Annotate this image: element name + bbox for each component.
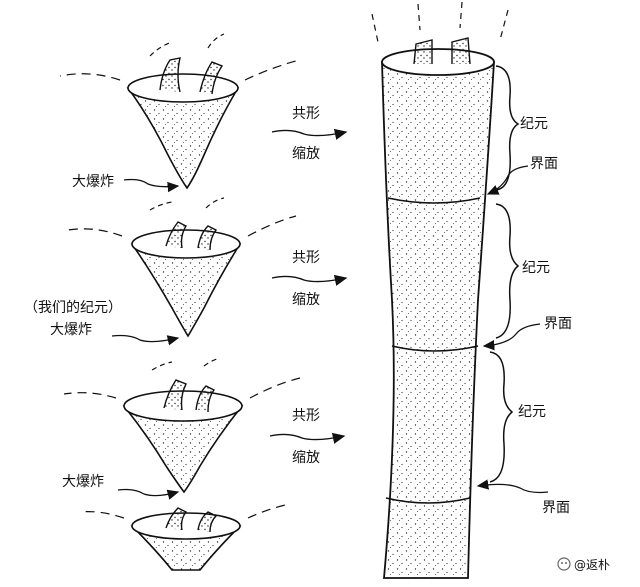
big-bang-pointer-2 xyxy=(111,334,180,346)
rescaling-label-1: 缩放 xyxy=(292,146,320,162)
interface-pointer-2 xyxy=(482,323,541,351)
interface-pointer-1 xyxy=(486,165,529,195)
interface-ring-1 xyxy=(387,197,481,204)
aeon-brace-3 xyxy=(489,351,514,483)
aeon-label-3: 纪元 xyxy=(518,404,546,420)
aeon-tube xyxy=(371,1,509,579)
big-bang-label-2: 大爆炸 xyxy=(50,322,92,338)
aeon-label-1: 纪元 xyxy=(520,116,548,132)
conformal-label-3: 共形 xyxy=(292,408,320,424)
conformal-arrow-2: 共形 缩放 xyxy=(271,250,348,308)
cone-1 xyxy=(59,33,301,190)
rescaling-label-3: 缩放 xyxy=(292,450,320,466)
aeon-brace-1 xyxy=(495,65,520,191)
interface-ring-2 xyxy=(391,345,479,352)
big-bang-pointer-3 xyxy=(117,488,180,500)
watermark: @返朴 xyxy=(557,557,610,572)
big-bang-label-3: 大爆炸 xyxy=(62,474,104,490)
conformal-arrow-3: 共形 缩放 xyxy=(269,408,346,466)
big-bang-pointer-1 xyxy=(123,178,180,193)
interface-label-1: 界面 xyxy=(530,156,558,172)
cone-4 xyxy=(79,503,291,571)
watermark-logo-icon xyxy=(557,557,571,571)
rescaling-label-2: 缩放 xyxy=(292,292,320,308)
conformal-label-2: 共形 xyxy=(292,250,320,266)
interface-label-2: 界面 xyxy=(544,316,572,332)
aeon-label-2: 纪元 xyxy=(522,260,550,276)
cone-3 xyxy=(63,357,301,494)
conformal-label-1: 共形 xyxy=(292,106,320,122)
cone-2 xyxy=(67,197,297,338)
interface-ring-3 xyxy=(385,497,471,504)
interface-label-3: 界面 xyxy=(542,500,570,516)
big-bang-label-1: 大爆炸 xyxy=(72,174,114,190)
our-era-label: （我们的纪元） xyxy=(24,300,122,316)
interface-pointer-3 xyxy=(476,479,549,494)
watermark-text: @返朴 xyxy=(574,557,610,572)
aeon-brace-2 xyxy=(495,203,520,339)
conformal-arrow-1: 共形 缩放 xyxy=(271,106,348,162)
